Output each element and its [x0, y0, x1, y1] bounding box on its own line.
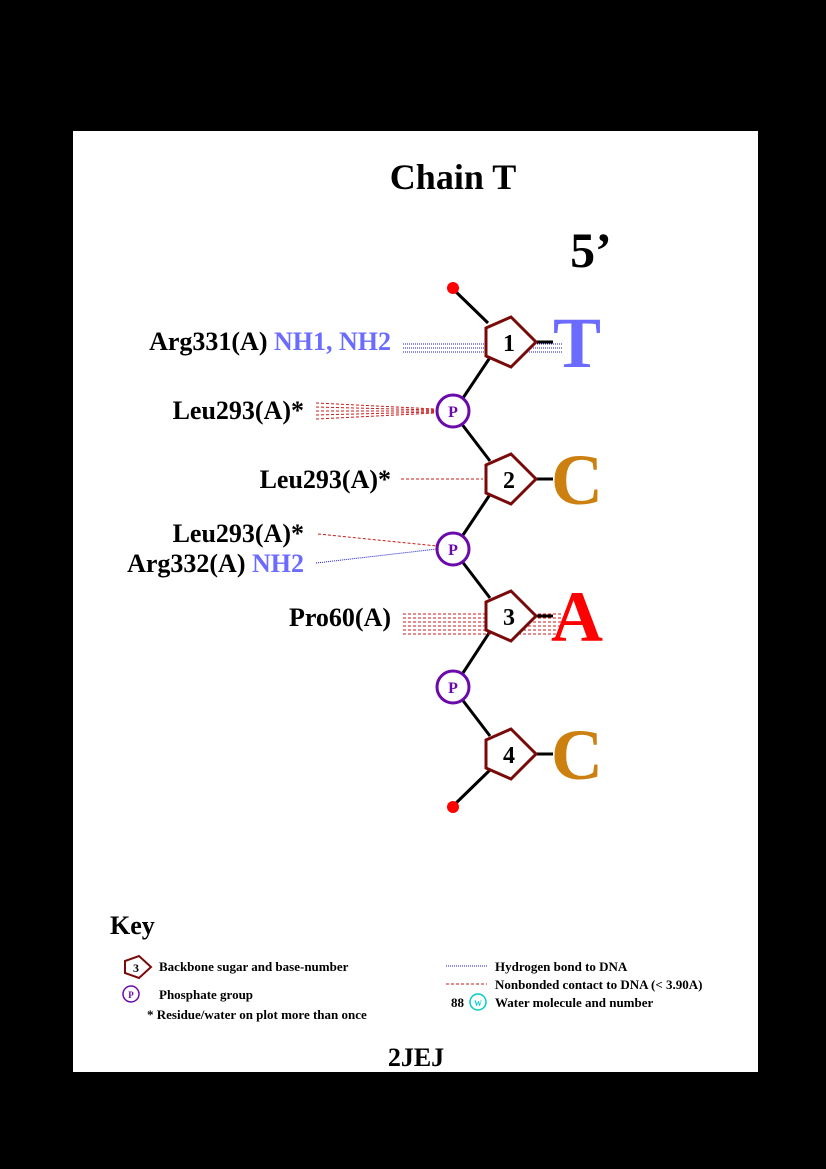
residue-label-leu293-s2: Leu293(A)* — [260, 465, 391, 494]
sugar-number: 2 — [503, 468, 515, 494]
water-key-icon — [469, 993, 487, 1011]
phosphate-label: P — [448, 680, 458, 697]
sugar-key-text: Backbone sugar and base-number — [159, 959, 349, 974]
contact-leu293-phosphate1 — [315, 402, 436, 420]
sugar-number: 4 — [503, 743, 515, 769]
sugar-pentagon-icon — [484, 727, 539, 781]
phosphate-label: P — [448, 404, 458, 421]
legend: Key 3 Backbone sugar and base-number P P… — [110, 911, 702, 1022]
diagram-panel: Chain T 5’ — [73, 131, 758, 1072]
sugar-pentagon-icon — [484, 452, 539, 506]
phosphate-label: P — [448, 542, 458, 559]
nucleotide-1: 1 T — [484, 303, 601, 383]
residue-name: Arg331(A) — [149, 327, 267, 356]
five-prime-label: 5’ — [570, 222, 612, 278]
phosphate-circle-icon — [435, 669, 471, 705]
hbond-key-text: Hydrogen bond to DNA — [495, 959, 628, 974]
sugar-number: 3 — [503, 605, 515, 631]
phosphate-3: P — [435, 669, 471, 705]
base-letter: C — [551, 715, 603, 795]
residue-label-leu293-p2: Leu293(A)* — [173, 519, 304, 548]
sugar-key-number: 3 — [133, 961, 139, 975]
chain-title: Chain T — [390, 157, 516, 197]
phosphate-key-label: P — [128, 990, 134, 1000]
pdb-code: 2JEJ — [388, 1043, 444, 1072]
atom-names: NH2 — [252, 549, 304, 578]
residue-label-arg332: Arg332(A) NH2 — [127, 549, 304, 578]
phosphate-key-icon — [122, 985, 140, 1003]
base-letter: T — [553, 303, 601, 383]
nucleotide-3: 3 A — [484, 577, 603, 657]
five-prime-terminal-dot — [447, 282, 459, 294]
backbone — [451, 287, 553, 808]
contact-leu293-phosphate2 — [317, 533, 438, 547]
hbond-arg331 — [403, 343, 563, 353]
key-heading: Key — [110, 911, 155, 940]
phosphate-2: P — [435, 531, 471, 567]
nucleotide-interaction-diagram: Chain T 5’ — [110, 157, 702, 1072]
phosphate-circle-icon — [435, 393, 471, 429]
nonbonded-key-text: Nonbonded contact to DNA (< 3.90A) — [495, 977, 702, 992]
water-key-number: 88 — [451, 995, 465, 1010]
residue-name: Arg332(A) — [127, 549, 245, 578]
sugar-pentagon-icon — [484, 589, 539, 643]
residue-label-arg331: Arg331(A) NH1, NH2 — [149, 327, 391, 356]
contact-pro60 — [403, 613, 563, 635]
hbond-arg332 — [315, 548, 438, 564]
sugar-number: 1 — [503, 331, 515, 357]
three-prime-terminal-dot — [447, 801, 459, 813]
atom-names: NH1, NH2 — [274, 327, 391, 356]
nucleotide-4: 4 C — [484, 715, 603, 795]
phosphate-circle-icon — [435, 531, 471, 567]
residue-label-leu293-p1: Leu293(A)* — [173, 396, 304, 425]
phosphate-key-text: Phosphate group — [159, 987, 253, 1002]
base-letter: A — [551, 577, 603, 657]
phosphate-1: P — [435, 393, 471, 429]
sugar-pentagon-icon — [484, 315, 539, 369]
nucleotide-2: 2 C — [484, 440, 603, 520]
residue-label-pro60: Pro60(A) — [289, 603, 391, 632]
sugar-key-icon — [124, 954, 153, 980]
water-key-label: W — [474, 999, 482, 1008]
base-letter: C — [551, 440, 603, 520]
asterisk-key-text: * Residue/water on plot more than once — [147, 1007, 367, 1022]
water-key-text: Water molecule and number — [495, 995, 654, 1010]
